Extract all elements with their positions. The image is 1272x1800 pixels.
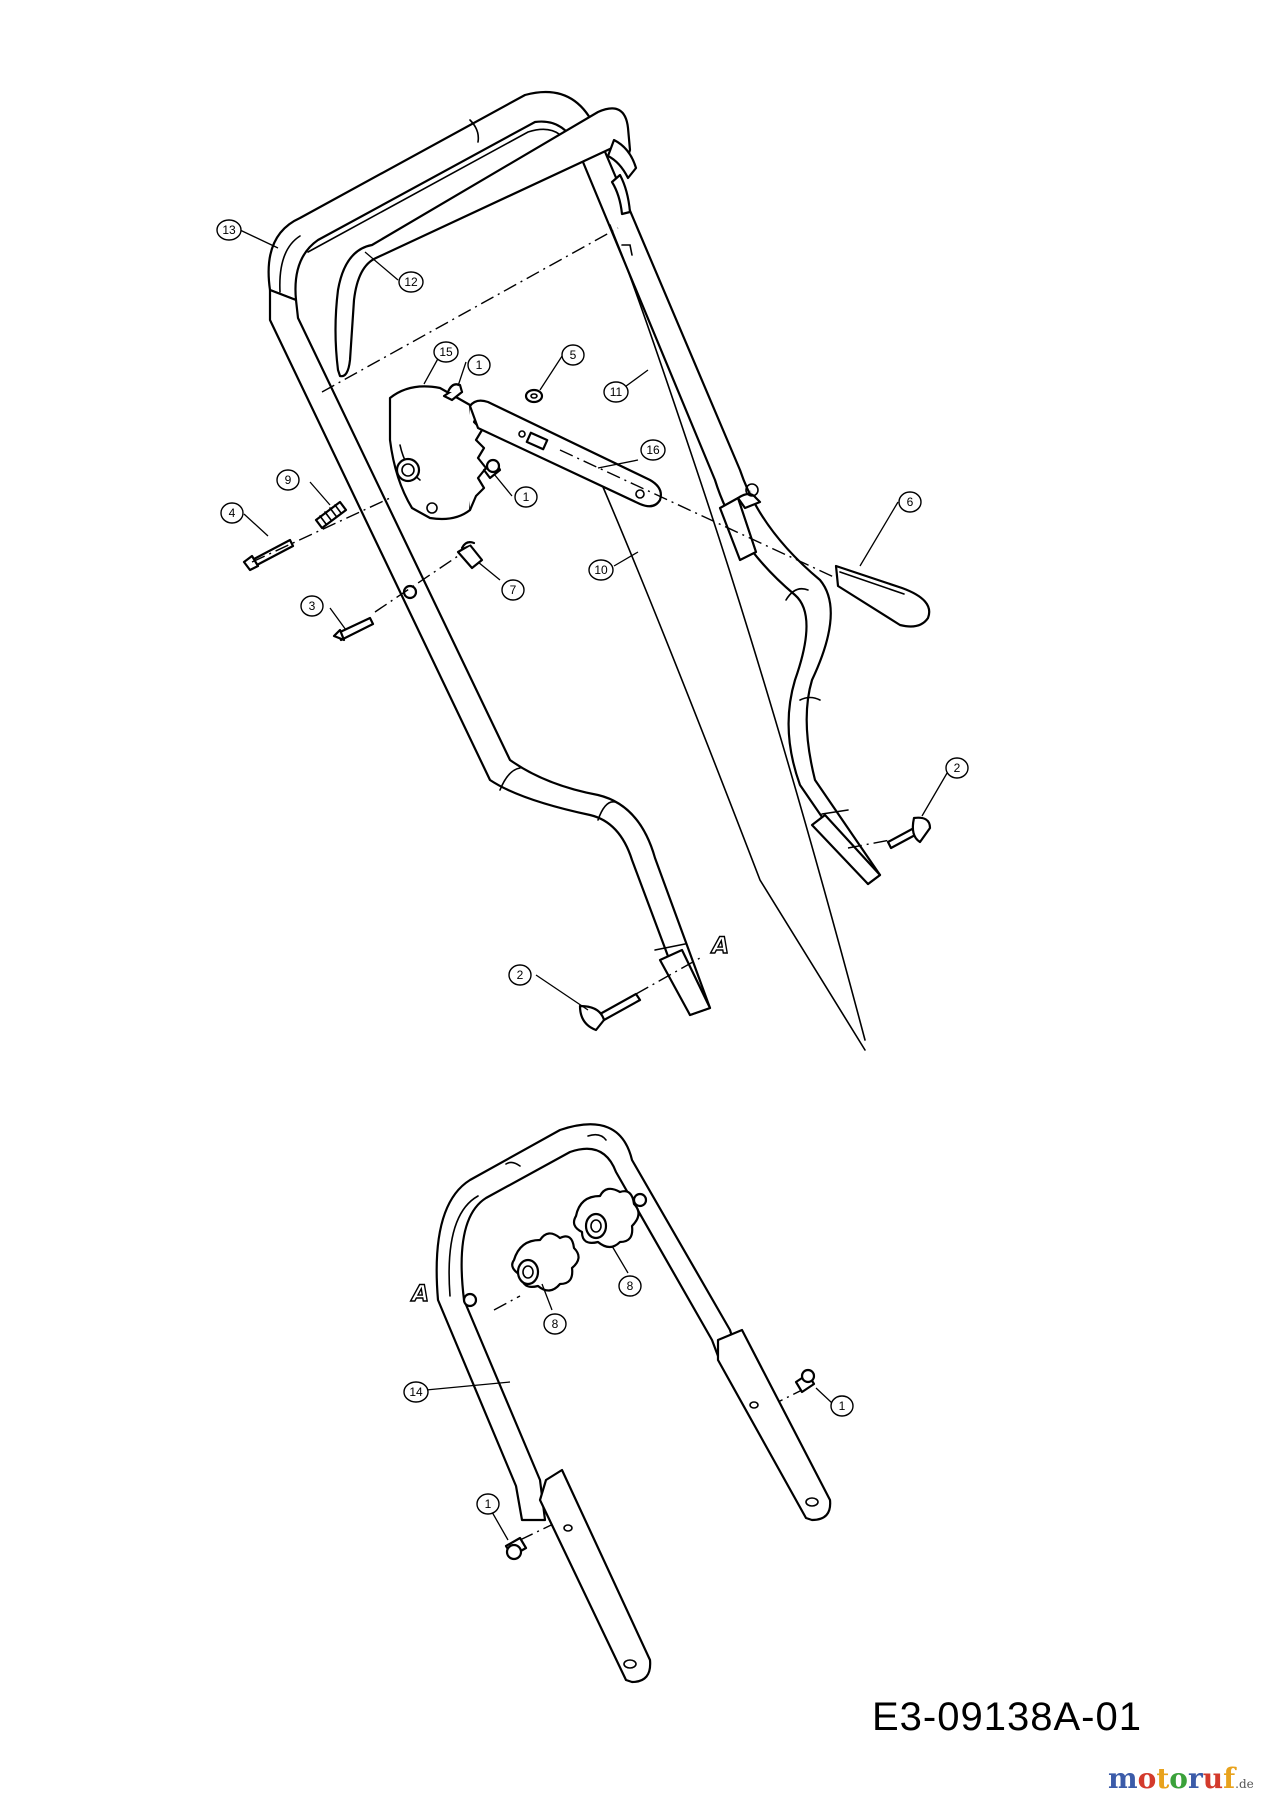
callout-1-a: 1 xyxy=(467,354,491,376)
callout-1-lower-right: 1 xyxy=(830,1395,854,1417)
lower-handle-part-14 xyxy=(435,1123,832,1684)
bolt-part-2-right xyxy=(886,816,932,850)
housing-part-15 xyxy=(388,385,488,521)
knob-part-8-left xyxy=(511,1232,580,1292)
svg-text:13: 13 xyxy=(222,223,236,237)
svg-text:10: 10 xyxy=(594,563,608,577)
svg-text:16: 16 xyxy=(646,443,660,457)
site-logo: motoruf.de xyxy=(1108,1762,1254,1795)
callout-10: 10 xyxy=(588,559,614,581)
nut-part-5 xyxy=(524,388,544,404)
svg-text:2: 2 xyxy=(517,968,524,982)
screw-part-1-lower-left xyxy=(504,1536,528,1561)
svg-text:1: 1 xyxy=(523,490,530,504)
svg-text:3: 3 xyxy=(309,599,316,613)
screw-part-1-top xyxy=(442,383,464,402)
callout-8-left: 8 xyxy=(543,1313,567,1335)
reference-letter-a-upper: A xyxy=(710,934,729,959)
grip-pad-part-6 xyxy=(834,564,931,628)
bolt-part-4 xyxy=(242,538,295,572)
svg-text:9: 9 xyxy=(285,473,292,487)
svg-text:1: 1 xyxy=(485,1497,492,1511)
callout-3: 3 xyxy=(300,595,324,617)
callout-7: 7 xyxy=(501,579,525,601)
callout-1-b: 1 xyxy=(514,486,538,508)
cable-part-11 xyxy=(609,224,866,1041)
lever-plate-part-16 xyxy=(468,399,662,508)
control-bail-part-12 xyxy=(334,107,638,378)
callout-6: 6 xyxy=(898,491,922,513)
svg-text:6: 6 xyxy=(907,495,914,509)
bolt-part-2-left xyxy=(578,992,642,1032)
svg-text:1: 1 xyxy=(476,358,483,372)
callout-2-left: 2 xyxy=(508,964,532,986)
knob-part-8-right xyxy=(572,1187,640,1249)
callout-15: 15 xyxy=(433,341,459,363)
clip-part-7 xyxy=(456,541,484,570)
screw-part-1-lower-right xyxy=(794,1368,816,1394)
pin-part-3 xyxy=(332,616,375,642)
callout-9: 9 xyxy=(276,469,300,491)
svg-text:11: 11 xyxy=(610,385,623,399)
svg-text:14: 14 xyxy=(409,1385,423,1399)
svg-text:15: 15 xyxy=(439,345,453,359)
callout-1-lower-left: 1 xyxy=(476,1493,500,1515)
callout-16: 16 xyxy=(640,439,666,461)
svg-text:5: 5 xyxy=(570,348,577,362)
callout-12: 12 xyxy=(398,271,424,293)
svg-text:7: 7 xyxy=(510,583,517,597)
callout-2-right: 2 xyxy=(945,757,969,779)
cable-part-10 xyxy=(597,461,866,1051)
upper-handle-part-13 xyxy=(267,90,882,1017)
svg-text:8: 8 xyxy=(627,1279,634,1293)
callout-13: 13 xyxy=(216,219,242,241)
svg-text:8: 8 xyxy=(552,1317,559,1331)
reference-letter-a-lower: A xyxy=(410,1282,429,1307)
drawing-code: E3-09138A-01 xyxy=(872,1695,1142,1739)
callout-4: 4 xyxy=(220,502,244,524)
svg-text:4: 4 xyxy=(229,506,236,520)
callout-11: 11 xyxy=(603,381,629,403)
spring-part-9 xyxy=(314,500,348,530)
screw-part-1-middle xyxy=(482,458,502,480)
callout-8-right: 8 xyxy=(618,1275,642,1297)
bracket-part xyxy=(718,483,762,562)
callout-14: 14 xyxy=(403,1381,429,1403)
svg-text:1: 1 xyxy=(839,1399,846,1413)
svg-text:2: 2 xyxy=(954,761,961,775)
callout-5: 5 xyxy=(561,344,585,366)
svg-text:12: 12 xyxy=(404,275,418,289)
